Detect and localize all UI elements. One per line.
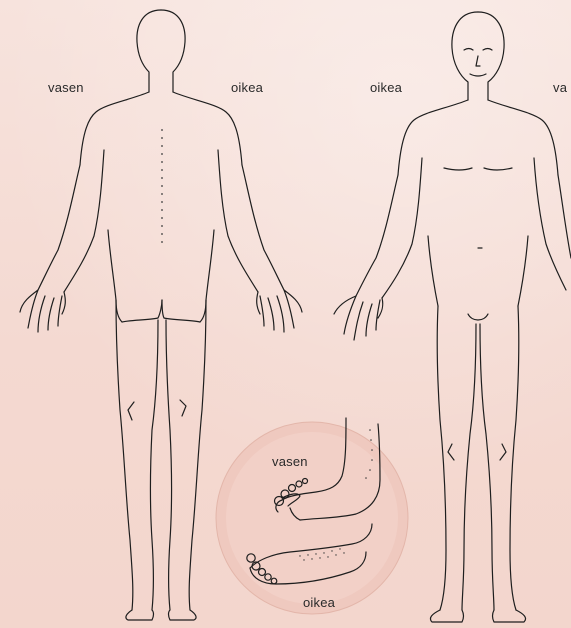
front-view-left-label: va [553,80,567,95]
foot-left-label: vasen [272,454,308,469]
back-view-left-label: vasen [48,80,84,95]
back-view-right-label: oikea [231,80,263,95]
back-spine-dots [161,129,163,243]
foot-inset [216,418,408,614]
foot-right-label: oikea [303,595,335,610]
front-view-right-label: oikea [370,80,402,95]
